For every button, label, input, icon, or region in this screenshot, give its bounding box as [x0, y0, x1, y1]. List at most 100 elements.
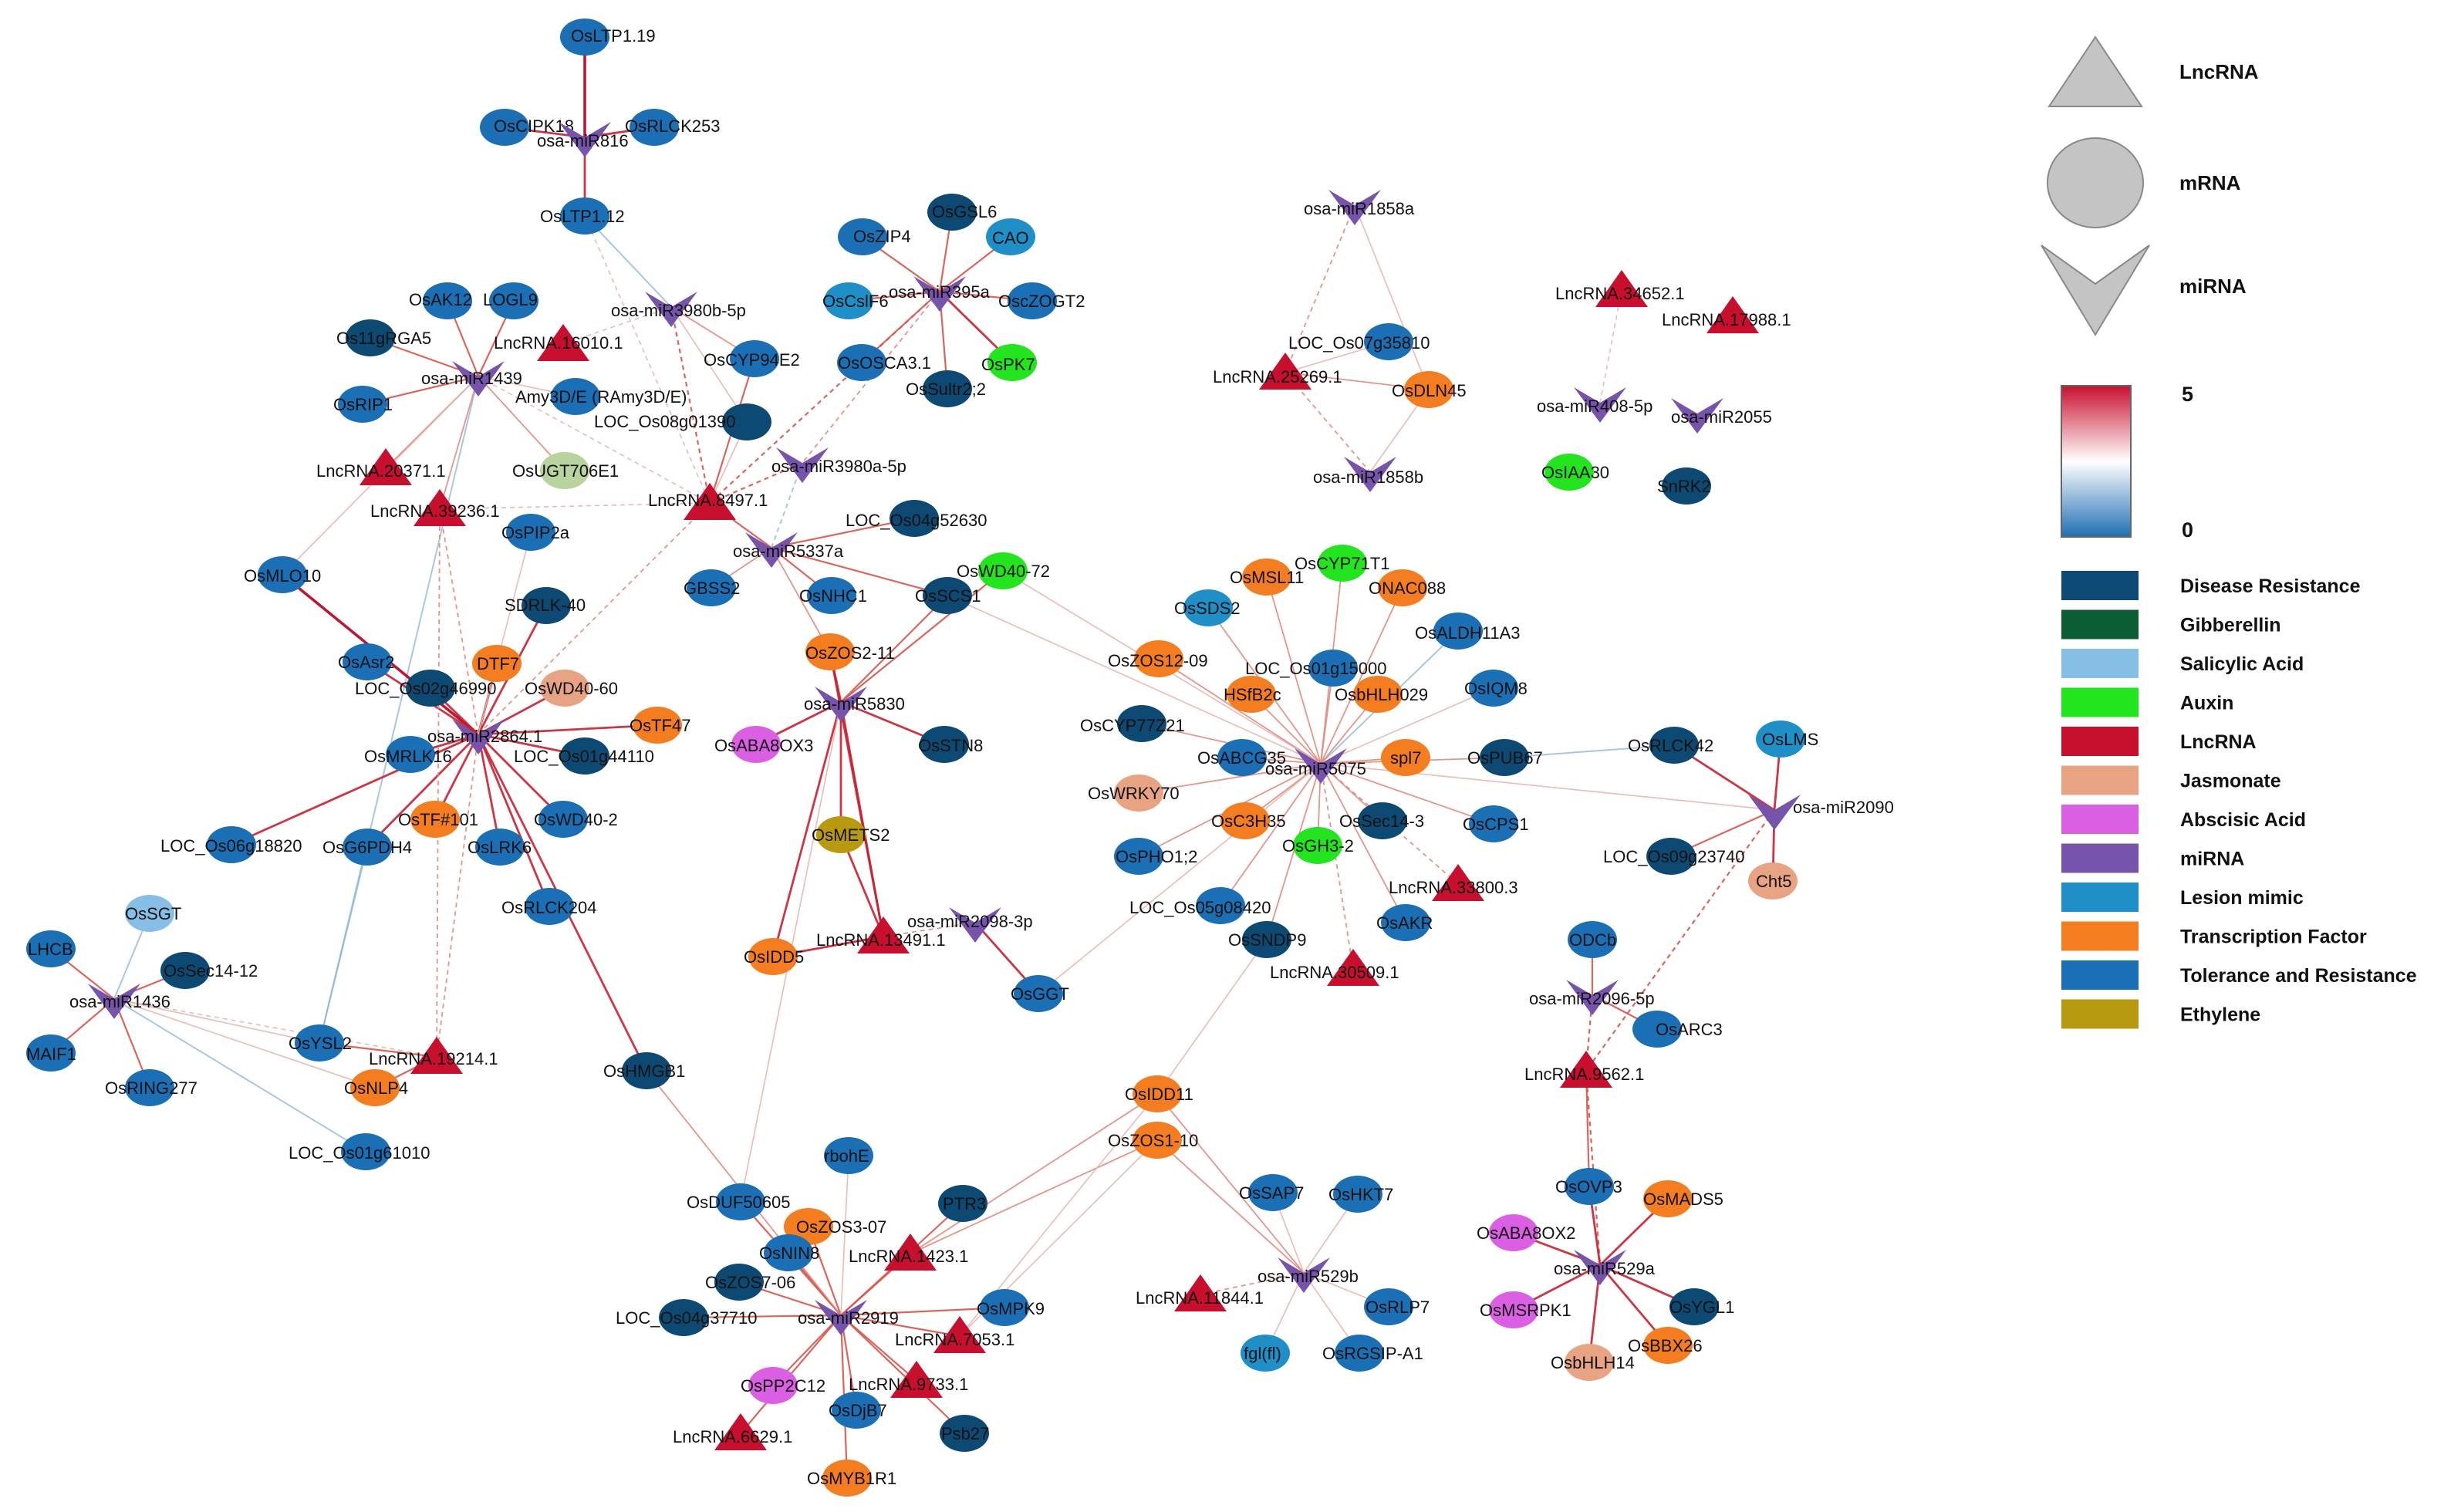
mirna-node[interactable]: osa-miR2864.1 [427, 719, 542, 754]
mrna-node[interactable]: OsALDH11A3 [1415, 613, 1521, 650]
mrna-node[interactable]: LOC_Os08g01390 [594, 403, 771, 440]
mrna-node[interactable]: OsC3H35 [1211, 802, 1286, 839]
mrna-node[interactable]: OsCslF6 [822, 282, 889, 319]
lncrna-node[interactable]: LncRNA.8497.1 [648, 483, 768, 520]
mrna-node[interactable]: OsSec14-12 [160, 952, 258, 989]
mrna-node[interactable]: OsZOS1-10 [1108, 1122, 1198, 1159]
mrna-node[interactable]: OsYSL2 [289, 1024, 352, 1061]
lncrna-node[interactable]: LncRNA.19214.1 [369, 1037, 498, 1074]
mirna-node[interactable]: osa-miR1858a [1304, 190, 1415, 225]
mrna-node[interactable]: OsWD40-72 [957, 552, 1050, 589]
mrna-node[interactable]: OsMYB1R1 [807, 1460, 896, 1497]
lncrna-node[interactable]: LncRNA.33800.3 [1389, 864, 1518, 901]
mrna-node[interactable]: SDRLK-40 [505, 587, 586, 624]
mrna-node[interactable]: SnRK2 [1657, 467, 1711, 505]
mirna-node[interactable]: osa-miR5075 [1265, 748, 1366, 784]
mrna-node[interactable]: OsPK7 [981, 344, 1037, 381]
lncrna-node[interactable]: LncRNA.7053.1 [895, 1316, 1014, 1353]
mrna-node[interactable]: CAO [986, 218, 1035, 255]
mrna-node[interactable]: OsIAA30 [1541, 454, 1609, 491]
mrna-node[interactable]: OsNIN8 [759, 1234, 819, 1271]
mirna-node[interactable]: osa-miR2096-5p [1529, 980, 1655, 1015]
mirna-node[interactable]: osa-miR2090 [1748, 795, 1894, 830]
mrna-node[interactable]: OsDLN45 [1392, 371, 1467, 408]
mrna-node[interactable]: OsWD40-60 [525, 670, 618, 707]
mrna-node[interactable]: LOC_Os06g18820 [160, 826, 302, 863]
mirna-node[interactable]: osa-miR529a [1554, 1250, 1656, 1285]
mrna-node[interactable]: OsZOS12-09 [1108, 640, 1208, 677]
lncrna-node[interactable]: LncRNA.20371.1 [316, 448, 446, 485]
mrna-node[interactable]: OsRLCK204 [501, 888, 597, 925]
mrna-node[interactable]: LOC_Os07g35810 [1288, 323, 1430, 360]
mrna-node[interactable]: OsMSL11 [1230, 559, 1304, 596]
mirna-node[interactable]: osa-miR2919 [798, 1300, 899, 1335]
mrna-node[interactable]: OsAK12 [409, 282, 472, 319]
mrna-node[interactable]: OsSDS2 [1174, 589, 1241, 626]
mrna-node[interactable]: OsIDD5 [744, 938, 804, 975]
mrna-node[interactable]: OsG6PDH4 [322, 829, 412, 866]
lncrna-node[interactable]: LncRNA.25269.1 [1213, 353, 1342, 390]
mirna-node[interactable]: osa-miR529b [1258, 1257, 1359, 1293]
mrna-node[interactable]: LOGL9 [483, 282, 538, 319]
mrna-node[interactable]: OsMETS2 [812, 816, 890, 853]
mrna-node[interactable]: PTR3 [938, 1185, 987, 1222]
mirna-node[interactable]: osa-miR2098-3p [907, 907, 1033, 943]
mrna-node[interactable]: OsLRK6 [468, 829, 532, 866]
mrna-node[interactable]: OsRIP1 [333, 386, 393, 423]
lncrna-node[interactable]: LncRNA.13491.1 [816, 916, 946, 953]
mrna-node[interactable]: OsCPS1 [1463, 805, 1529, 842]
mrna-node[interactable]: OsRING277 [105, 1069, 197, 1106]
mrna-node[interactable]: OsABCG35 [1197, 739, 1286, 776]
mrna-node[interactable]: OsWD40-2 [534, 801, 618, 838]
mrna-node[interactable]: LOC_Os04g52630 [846, 500, 987, 537]
mrna-node[interactable]: OsAKR [1376, 904, 1433, 941]
mrna-node[interactable]: MAIF1 [26, 1034, 76, 1072]
mrna-node[interactable]: OsSTN8 [918, 726, 983, 763]
mrna-node[interactable]: OsABA8OX2 [1477, 1214, 1575, 1251]
mirna-node[interactable]: osa-miR3980b-5p [611, 292, 746, 327]
mrna-node[interactable]: OsOVP3 [1555, 1168, 1622, 1205]
mrna-node[interactable]: OsPUB67 [1467, 739, 1543, 776]
mrna-node[interactable]: GBSS2 [684, 569, 740, 606]
mrna-node[interactable]: OsRGSIP-A1 [1322, 1335, 1423, 1372]
lncrna-node[interactable]: LncRNA.1423.1 [849, 1234, 968, 1271]
mirna-node[interactable]: osa-miR2055 [1671, 398, 1772, 434]
mrna-node[interactable]: OsMRLK16 [364, 736, 452, 773]
mrna-node[interactable]: OsbHLH029 [1335, 676, 1428, 713]
mrna-node[interactable]: OsSGT [125, 895, 181, 932]
mrna-node[interactable]: OsNHC1 [799, 577, 867, 614]
mrna-node[interactable]: OsUGT706E1 [512, 452, 619, 489]
mrna-node[interactable]: Os11gRGA5 [336, 319, 431, 356]
mirna-node[interactable]: osa-miR408-5p [1537, 387, 1652, 423]
mrna-node[interactable]: ONAC088 [1369, 569, 1446, 606]
mrna-node[interactable]: OsPHO1;2 [1114, 838, 1197, 875]
lncrna-node[interactable]: LncRNA.9562.1 [1524, 1051, 1644, 1088]
mrna-node[interactable]: OsWRKY70 [1088, 775, 1180, 812]
mirna-node[interactable]: osa-miR3980a-5p [771, 447, 906, 483]
mrna-node[interactable]: OsSultr2;2 [906, 370, 986, 407]
mrna-node[interactable]: OsSec14-3 [1339, 802, 1424, 839]
mrna-node[interactable]: OsMPK9 [977, 1289, 1045, 1326]
lncrna-node[interactable]: LncRNA.16010.1 [494, 324, 623, 361]
mrna-node[interactable]: rbohE [824, 1137, 873, 1174]
mrna-node[interactable]: LOC_Os01g61010 [289, 1133, 430, 1170]
mrna-node[interactable]: OsRLP7 [1364, 1288, 1430, 1325]
mrna-node[interactable]: OsBBX26 [1628, 1327, 1703, 1364]
mrna-node[interactable]: OsLTP1.19 [560, 19, 656, 56]
mrna-node[interactable]: OsOSCA3.1 [837, 344, 931, 381]
mrna-node[interactable]: OsAsr2 [338, 643, 394, 680]
mrna-node[interactable]: OsSCS1 [915, 577, 981, 614]
mrna-node[interactable]: OsMLO10 [244, 556, 321, 593]
mirna-node[interactable]: osa-miR816 [537, 122, 629, 157]
lncrna-node[interactable]: LncRNA.34652.1 [1555, 270, 1685, 307]
mrna-node[interactable]: OsCYP71T1 [1295, 545, 1390, 582]
mrna-node[interactable]: LOC_Os01g44110 [514, 737, 654, 775]
mrna-node[interactable]: OsRLCK253 [625, 109, 721, 146]
mirna-node[interactable]: osa-miR395a [889, 276, 991, 312]
mrna-node[interactable]: OsNLP4 [344, 1069, 408, 1106]
mrna-node[interactable]: fgl(fl) [1241, 1335, 1290, 1372]
mrna-node[interactable]: OsARC3 [1632, 1011, 1723, 1048]
mirna-node[interactable]: osa-miR1439 [421, 361, 522, 397]
mrna-node[interactable]: OsHMGB1 [603, 1052, 685, 1089]
mrna-node[interactable]: OsZIP4 [838, 218, 911, 255]
